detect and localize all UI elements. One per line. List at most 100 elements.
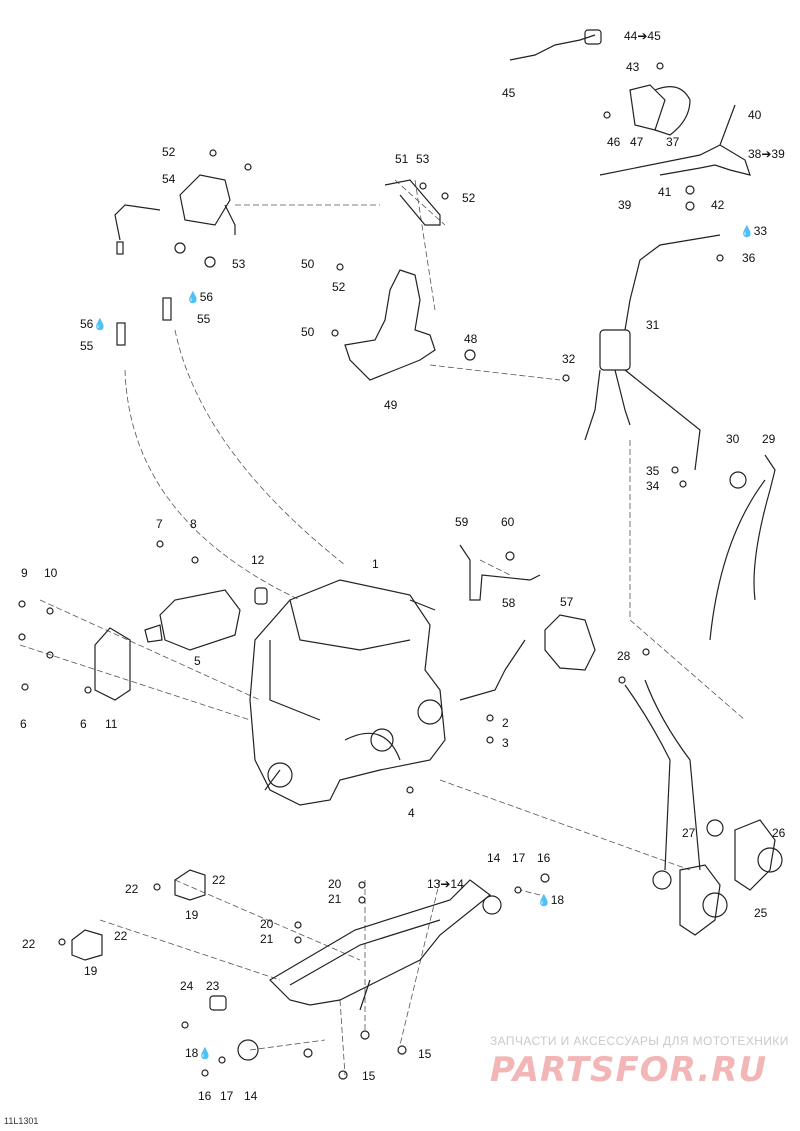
watermark-logo: PARTSFOR.RU [490,1050,768,1090]
callout-21b: 21 [260,932,274,946]
callout-59: 59 [455,515,469,529]
callout-11: 11 [105,717,118,731]
callout-18b: 18💧 [185,1046,213,1060]
callout-1: 1 [372,557,379,571]
oil-drop-icon: 💧 [740,226,754,238]
callout-52a: 52 [162,145,176,159]
callout-45: 45 [502,86,516,100]
callout-25: 25 [754,906,768,920]
callout-52b: 52 [462,191,476,205]
fasteners [18,62,724,1080]
callout-39: 39 [618,198,632,212]
assembly-guide-lines [19,179,746,1076]
callout-38: 38➔39 [748,147,785,161]
callout-43: 43 [626,60,640,74]
callout-13: 13➔14 [427,877,464,891]
callout-49: 49 [384,398,398,412]
callout-3: 3 [502,736,509,750]
callout-20a: 20 [328,877,342,891]
throttle-cable-bracket [509,29,751,211]
callout-40: 40 [748,108,762,122]
engine-mounts [71,869,206,961]
starter-motor [94,587,268,701]
callout-42: 42 [711,198,725,212]
callout-22c: 22 [22,937,36,951]
callout-23: 23 [206,979,220,993]
callout-8: 8 [190,517,197,531]
callout-56b: 56💧 [80,317,108,331]
callout-19b: 19 [84,964,98,978]
oil-drop-icon: 💧 [537,895,551,907]
callout-17b: 17 [220,1089,234,1103]
callout-19a: 19 [185,908,199,922]
engine-block [249,579,446,806]
callout-16b: 16 [198,1089,212,1103]
callout-50b: 50 [301,325,315,339]
callout-28: 28 [617,649,631,663]
watermark-caption: ЗАПЧАСТИ И АКСЕССУАРЫ ДЛЯ МОТОТЕХНИКИ [490,1034,789,1048]
callout-56a: 💧56 [186,290,214,304]
callout-18a: 💧18 [537,893,565,907]
callout-15b: 15 [362,1069,376,1083]
callout-44: 44➔45 [624,29,661,43]
callout-54: 54 [162,172,176,186]
figure-id: 11L1301 [4,1116,39,1126]
callout-10: 10 [44,566,58,580]
callout-12: 12 [251,553,265,567]
callout-48: 48 [464,332,478,346]
callout-27: 27 [682,826,696,840]
oil-drop-icon: 💧 [198,1048,213,1060]
callout-22b: 22 [212,873,226,887]
callout-29: 29 [762,432,776,446]
callout-26: 26 [772,826,786,840]
callout-5: 5 [194,654,201,668]
callout-33: 💧33 [740,224,768,238]
callout-14b: 14 [244,1089,258,1103]
engine-control-module [459,614,596,701]
callout-31: 31 [646,318,660,332]
ignition-coil [114,174,236,346]
callout-46: 46 [607,135,621,149]
throttle-bodies [624,679,783,936]
oil-drop-icon: 💧 [186,292,200,304]
callout-7: 7 [156,517,163,531]
callout-57: 57 [560,595,574,609]
callout-16a: 16 [537,851,551,865]
callout-36: 36 [742,251,756,265]
callout-9: 9 [21,566,28,580]
throttle-position-harness [584,234,776,641]
oil-drop-icon: 💧 [93,319,108,331]
callout-32: 32 [562,352,576,366]
callout-15a: 15 [418,1047,432,1061]
callout-21a: 21 [328,892,342,906]
callout-30: 30 [726,432,740,446]
callout-2: 2 [502,716,509,730]
engine-support-frame [209,879,502,1061]
callout-60: 60 [501,515,515,529]
callout-55a: 55 [197,312,211,326]
callout-47: 47 [630,135,644,149]
callout-58: 58 [502,596,516,610]
callout-53b: 53 [232,257,246,271]
callout-55b: 55 [80,339,94,353]
callout-37: 37 [666,135,680,149]
callout-34: 34 [646,479,660,493]
callout-50a: 50 [301,257,315,271]
callout-6a: 6 [20,717,27,731]
callout-53a: 53 [416,152,430,166]
callout-41: 41 [658,185,672,199]
callout-20b: 20 [260,917,274,931]
electrical-mount-bracket [344,179,476,381]
callout-51: 51 [395,152,409,166]
callout-52c: 52 [332,280,346,294]
callout-24: 24 [180,979,194,993]
callout-17a: 17 [512,851,526,865]
callout-4: 4 [408,806,415,820]
callout-22a: 22 [125,882,139,896]
callout-6b: 6 [80,717,87,731]
cooling-hose [459,544,541,601]
callout-14a: 14 [487,851,501,865]
callout-35: 35 [646,464,660,478]
callout-22d: 22 [114,929,128,943]
